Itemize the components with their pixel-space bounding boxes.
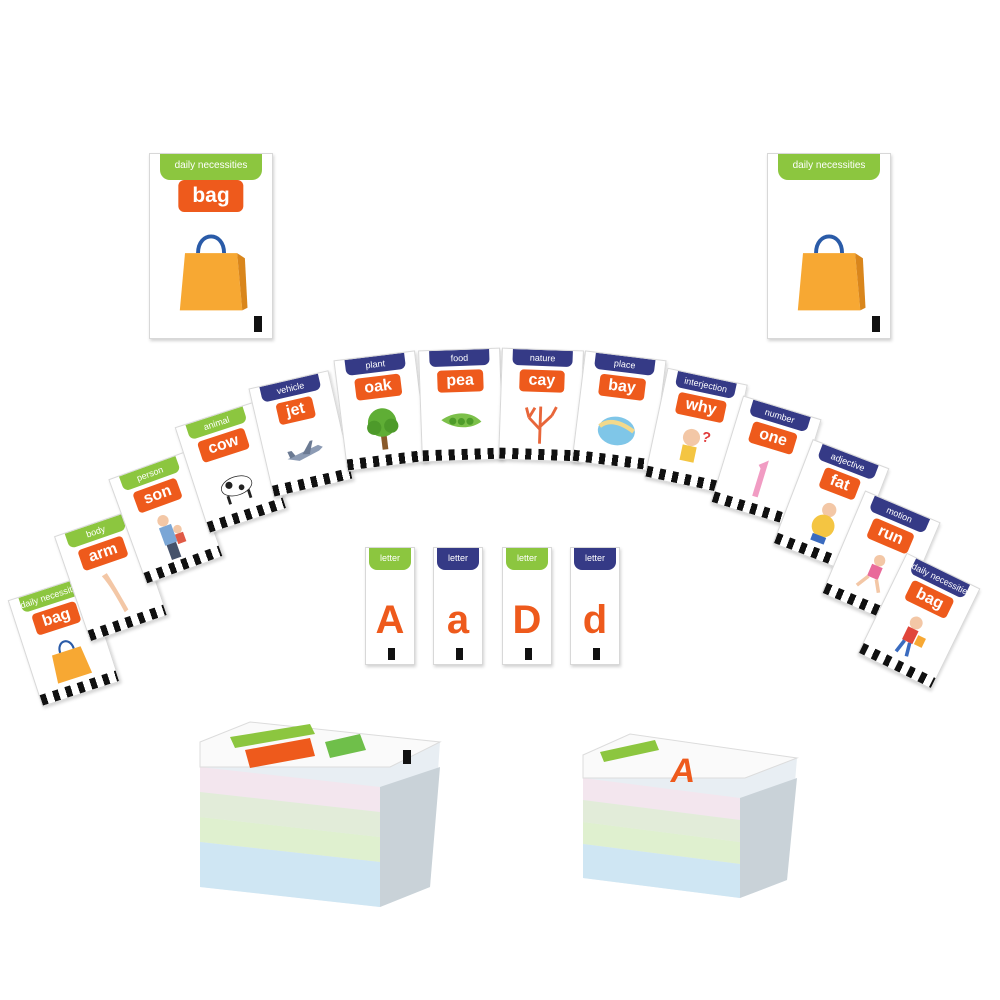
top-card-left: daily necessities bag xyxy=(149,153,273,339)
card-letter: d xyxy=(582,598,608,642)
barcode-mark xyxy=(525,648,532,660)
card-word: jet xyxy=(275,395,316,426)
barcode-mark xyxy=(388,648,395,660)
card-category-tab: plant xyxy=(344,352,407,376)
barcode-mark xyxy=(593,648,600,660)
top-card-right: daily necessities xyxy=(767,153,891,339)
barcode-mark xyxy=(456,648,463,660)
letter-card-a: letter a xyxy=(433,547,483,665)
card-category-tab: place xyxy=(593,352,656,376)
card-word: bag xyxy=(178,180,244,212)
card-letter: A xyxy=(375,598,405,642)
card-category-tab: letter xyxy=(505,548,549,570)
card-category-tab: vehicle xyxy=(259,373,322,403)
card-category-tab: food xyxy=(428,348,491,368)
cow-icon xyxy=(201,452,271,517)
number-one-icon xyxy=(726,446,796,511)
pea-pod-icon xyxy=(432,397,491,449)
card-category-tab: nature xyxy=(511,348,574,368)
barcode-strip xyxy=(422,447,503,462)
card-stack-words xyxy=(190,712,450,912)
letter-card-A: letter A xyxy=(365,547,415,665)
card-category-tab: daily necessities xyxy=(777,154,881,180)
barcode-mark xyxy=(254,316,262,332)
shopping-bag-icon xyxy=(172,224,250,316)
card-word: bay xyxy=(597,373,646,401)
jet-plane-icon xyxy=(271,421,338,483)
oak-tree-icon xyxy=(352,401,415,458)
shopping-bag-icon xyxy=(790,224,868,316)
letter-card-d: letter d xyxy=(570,547,620,665)
card-stack-letters: A xyxy=(575,720,810,900)
fat-boy-icon xyxy=(789,489,861,556)
card-category-tab: letter xyxy=(436,548,480,570)
card-category-tab: letter xyxy=(573,548,617,570)
card-word: why xyxy=(674,391,728,424)
card-letter: D xyxy=(512,598,542,642)
question-boy-icon: ? xyxy=(659,418,726,479)
barcode-mark xyxy=(872,316,880,332)
girl-with-bag-icon xyxy=(874,602,948,672)
letter-card-D: letter D xyxy=(502,547,552,665)
card-word: cay xyxy=(519,369,565,393)
card-word: pea xyxy=(437,369,484,393)
svg-text:?: ? xyxy=(700,429,712,446)
card-category-tab: letter xyxy=(368,548,412,570)
father-son-icon xyxy=(137,502,208,569)
card-letter: a xyxy=(446,598,470,642)
shopping-bag-icon xyxy=(34,625,104,690)
bay-icon xyxy=(585,401,648,458)
running-girl-icon xyxy=(838,540,911,609)
coral-icon xyxy=(511,397,570,449)
card-word: oak xyxy=(354,373,403,401)
arm-icon xyxy=(81,560,152,626)
barcode-strip xyxy=(499,447,580,462)
card-category-tab: daily necessities xyxy=(159,154,263,180)
